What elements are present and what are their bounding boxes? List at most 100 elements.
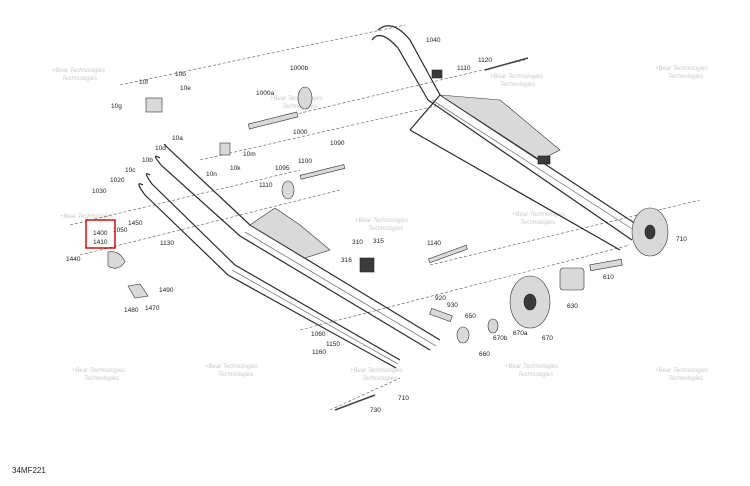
part-label: 710 bbox=[398, 395, 409, 402]
rail-inner bbox=[431, 99, 641, 235]
watermark: Technologies bbox=[668, 74, 703, 80]
small-parts bbox=[107, 57, 623, 411]
watermark: +Bear Technologies bbox=[60, 214, 113, 220]
watermark: Technologies bbox=[500, 82, 535, 88]
part-label: 670 bbox=[542, 335, 553, 342]
rail-bracket bbox=[439, 94, 561, 161]
rail-outline bbox=[377, 25, 646, 231]
part-label: 650 bbox=[465, 313, 476, 320]
labels: 1040 1120 1110 1000b 10f 10b 10e 10g 100… bbox=[66, 37, 687, 414]
part-label: 10g bbox=[111, 103, 122, 110]
bracket-10f bbox=[145, 97, 163, 113]
part-label: 1000 bbox=[293, 129, 308, 136]
part-label: 710 bbox=[676, 236, 687, 243]
watermark: Technologies bbox=[368, 226, 403, 232]
part-label: 920 bbox=[435, 295, 446, 302]
link-920 bbox=[429, 308, 453, 322]
part-label: 1490 bbox=[159, 287, 174, 294]
part-label: 1450 bbox=[128, 220, 143, 227]
idler-wheel-1000b bbox=[297, 86, 313, 110]
bearing-650 bbox=[456, 326, 470, 344]
watermark: +Bear Technologies bbox=[355, 218, 408, 224]
rail-outline bbox=[163, 143, 441, 341]
wheels bbox=[281, 86, 669, 329]
watermark: +Bear Technologies bbox=[52, 68, 105, 74]
block-310 bbox=[359, 257, 375, 273]
watermark: Technologies bbox=[668, 376, 703, 382]
assembly-line bbox=[299, 244, 631, 331]
wheel-hub bbox=[523, 293, 537, 311]
part-label-1410: 1410 bbox=[93, 239, 108, 246]
watermark: +Bear Technologies bbox=[72, 368, 125, 374]
part-label: 1480 bbox=[124, 307, 139, 314]
watermark: +Bear Technologies bbox=[512, 212, 565, 218]
bracket-1470 bbox=[127, 283, 149, 299]
part-label: 930 bbox=[447, 302, 458, 309]
part-label: 1140 bbox=[427, 240, 441, 247]
rail-bracket bbox=[249, 207, 331, 259]
bushing-10k bbox=[219, 142, 231, 156]
watermark: Technologies bbox=[518, 372, 553, 378]
part-label: 1100 bbox=[298, 158, 312, 165]
part-label: 10f bbox=[139, 79, 148, 86]
part-label: 1470 bbox=[145, 305, 160, 312]
rail-outline bbox=[154, 155, 431, 351]
part-label: 610 bbox=[603, 274, 614, 281]
part-label: 10b bbox=[175, 71, 186, 78]
rail-outline bbox=[409, 94, 621, 251]
assembly-line bbox=[199, 104, 441, 161]
highlight-callout: 1400 1410 bbox=[85, 219, 116, 249]
slider-block bbox=[431, 69, 443, 79]
watermark: +Bear Technologies bbox=[655, 368, 708, 374]
part-label: 1000b bbox=[290, 65, 308, 72]
shaft-1140 bbox=[428, 244, 468, 264]
slider-block bbox=[537, 155, 551, 165]
part-label: 10k bbox=[230, 165, 241, 172]
watermark: Technologies bbox=[520, 220, 555, 226]
shaft-1000 bbox=[247, 111, 299, 130]
watermark: +Bear Technologies bbox=[205, 364, 258, 370]
part-label: 670b bbox=[493, 335, 508, 342]
part-label: 1060 bbox=[311, 331, 326, 338]
part-label-1400: 1400 bbox=[93, 230, 108, 237]
part-label: 10a bbox=[172, 135, 183, 142]
part-label: 1120 bbox=[478, 57, 492, 64]
part-label: 630 bbox=[567, 303, 578, 310]
part-label: 10e bbox=[180, 85, 191, 92]
watermark: +Bear Technologies bbox=[270, 96, 323, 102]
part-label: 1150 bbox=[326, 341, 340, 348]
part-label: 1130 bbox=[160, 240, 174, 247]
highlight-box bbox=[85, 219, 116, 249]
axle-610 bbox=[589, 258, 623, 272]
watermark: +Bear Technologies bbox=[505, 364, 558, 370]
part-label: 10c bbox=[125, 167, 136, 174]
part-label: 1020 bbox=[110, 177, 125, 184]
watermark: +Bear Technologies bbox=[350, 368, 403, 374]
idler-wheel-1095 bbox=[281, 180, 295, 200]
watermark: Technologies bbox=[362, 376, 397, 382]
left-slide-rail bbox=[138, 143, 441, 369]
part-label: 1440 bbox=[66, 256, 81, 263]
watermark: Technologies bbox=[218, 372, 253, 378]
watermark: Technologies bbox=[84, 376, 119, 382]
watermark: Technologies bbox=[282, 104, 317, 110]
part-label: 1090 bbox=[330, 140, 345, 147]
watermark: +Bear Technologies bbox=[655, 66, 708, 72]
washer-670b bbox=[487, 318, 499, 334]
part-label: 1160 bbox=[312, 349, 326, 356]
assembly-line bbox=[119, 24, 406, 86]
part-label: 1095 bbox=[275, 165, 290, 172]
assembly-line bbox=[69, 169, 301, 226]
wheel-hub bbox=[644, 224, 656, 240]
part-label: 1040 bbox=[426, 37, 441, 44]
right-slide-rail bbox=[371, 25, 646, 251]
diagram-code: 34MF221 bbox=[12, 466, 46, 475]
part-label: 660 bbox=[479, 351, 490, 358]
shaft-1090 bbox=[299, 164, 346, 180]
part-label: 1030 bbox=[92, 188, 107, 195]
rail-outline bbox=[371, 34, 633, 241]
rail-outline bbox=[138, 183, 397, 369]
watermark: +Bear Technologies bbox=[490, 74, 543, 80]
watermark-layer: +Bear Technologies Technologies +Bear Te… bbox=[52, 66, 708, 382]
